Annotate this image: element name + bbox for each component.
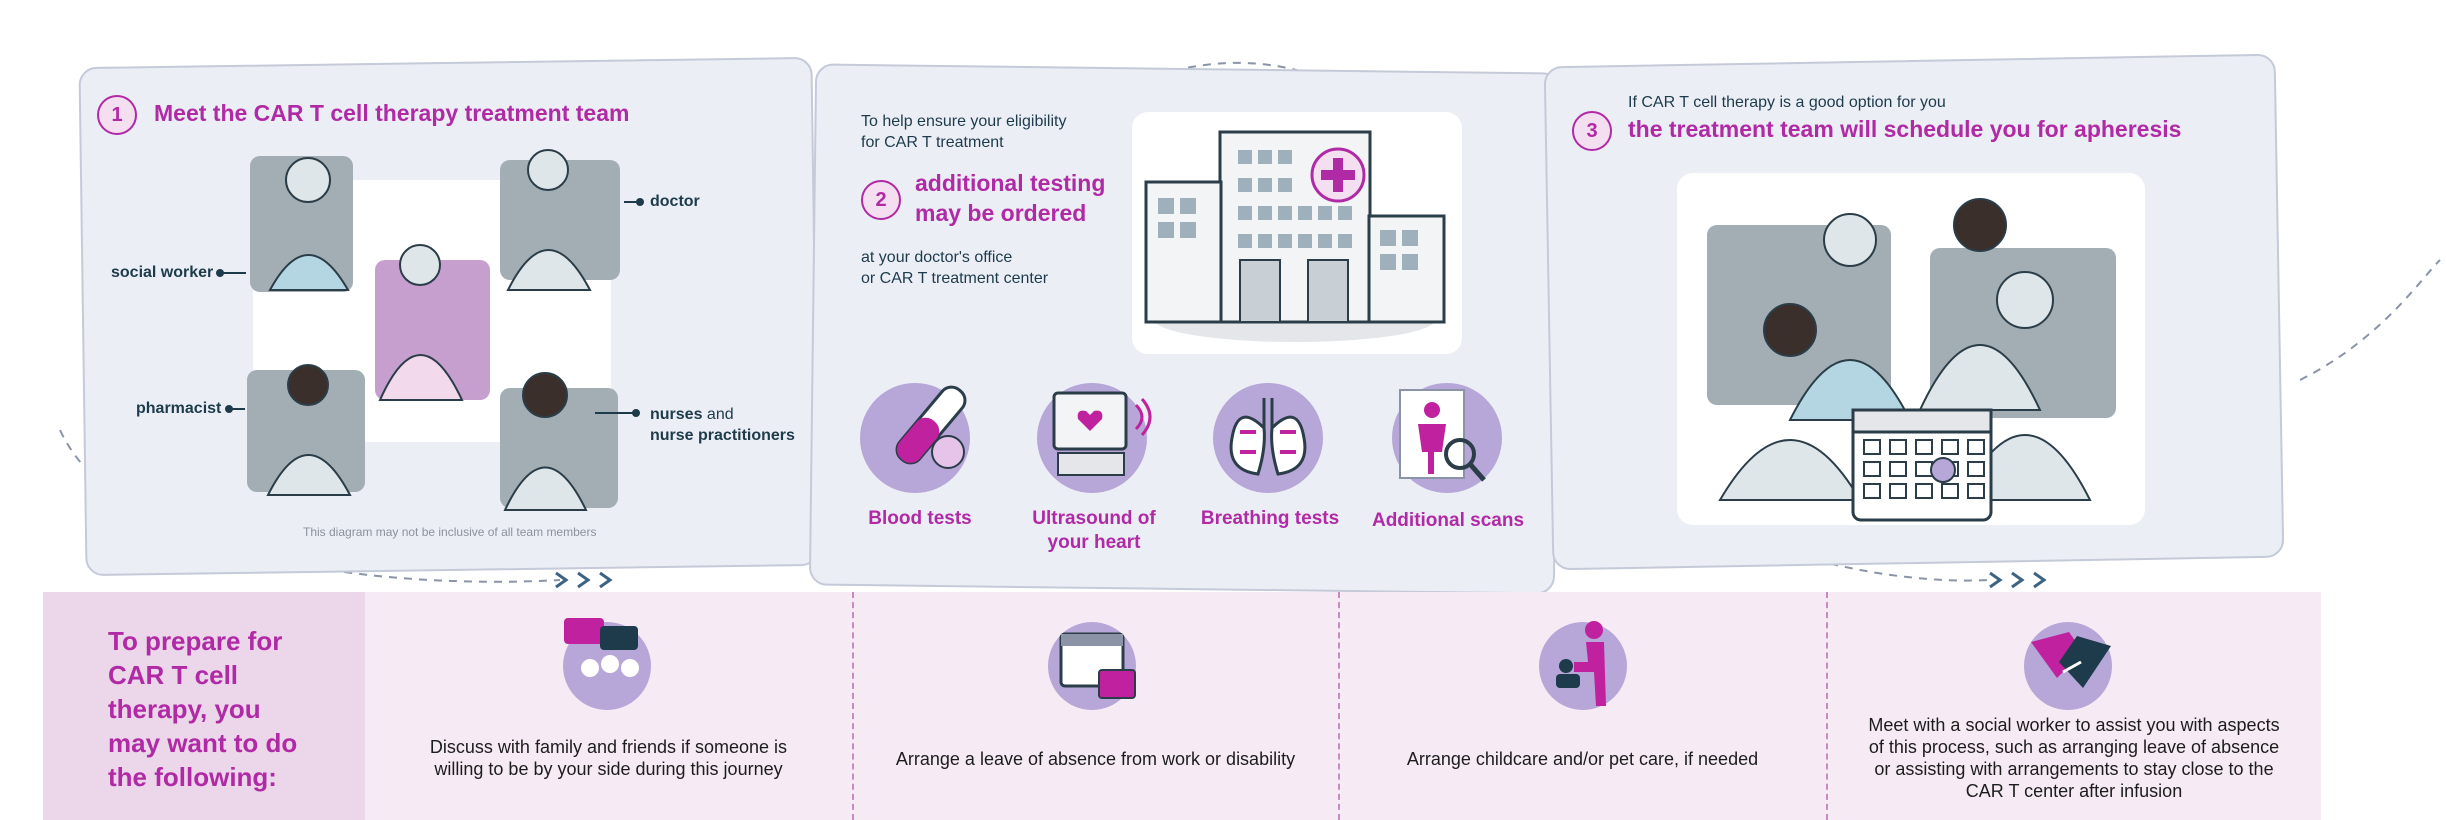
prepare-divider-2: [1338, 592, 1340, 820]
prepare-strip: [43, 592, 2321, 820]
hospital-building-icon: [1144, 130, 1446, 342]
prepare-heading-line5: the following:: [108, 762, 277, 792]
nurses-label-and: and: [706, 406, 734, 423]
blood-test-tube-icon: [895, 385, 967, 469]
doctor-pointer-dot: [636, 198, 644, 206]
step2-intro: To help ensure your eligibility for CAR …: [861, 111, 1066, 153]
ultrasound-monitor-icon: [1052, 391, 1152, 476]
pharmacist-label: pharmacist: [136, 400, 222, 417]
childcare-icon: [1556, 621, 1606, 706]
handshake-icon: [2031, 632, 2111, 688]
step2-number-badge: 2: [861, 180, 901, 220]
blood-tests-label: Blood tests: [868, 508, 972, 529]
doctor-pointer-line: [624, 201, 638, 203]
lungs-icon: [1229, 398, 1307, 476]
arrow-chevrons-2: [1989, 571, 2047, 589]
ultrasound-label-line2: your heart: [1047, 532, 1141, 553]
step2-location-line1: at your doctor's office: [861, 249, 1013, 266]
prepare-heading-line2: CAR T cell: [108, 660, 239, 690]
prepare-divider-1: [852, 592, 854, 820]
prepare-heading-panel: [43, 592, 365, 820]
social-worker-pointer-line: [222, 272, 246, 274]
social-worker-label: social worker: [111, 264, 214, 281]
calendar-icon: [1851, 408, 1993, 522]
prepare-item-family-line2: willing to be by your side during this j…: [434, 759, 783, 779]
prepare-item-family-text: Discuss with family and friends if someo…: [365, 736, 852, 780]
step1-title: Meet the CAR T cell therapy treatment te…: [154, 100, 630, 126]
prepare-item-leave: Arrange a leave of absence from work or …: [853, 592, 1338, 820]
prepare-heading-line3: therapy, you: [108, 694, 261, 724]
prepare-heading-line4: may want to do: [108, 728, 298, 758]
prepare-item-social-worker: Meet with a social worker to assist you …: [1827, 592, 2321, 820]
prepare-item-social-worker-text: Meet with a social worker to assist you …: [1827, 714, 2321, 802]
step2-intro-line2: for CAR T treatment: [861, 134, 1004, 151]
social-worker-pointer-dot: [216, 269, 224, 277]
additional-scans-label: Additional scans: [1371, 510, 1525, 531]
prepare-item-social-worker-line2: of this process, such as arranging leave…: [1868, 737, 2280, 757]
nurses-pointer-dot: [632, 409, 640, 417]
prepare-item-social-worker-line1: Meet with a social worker to assist you …: [1868, 715, 2280, 735]
prepare-item-social-worker-line4: CAR T center after infusion: [1965, 781, 2183, 801]
ultrasound-label: Ultrasound of your heart: [1004, 507, 1184, 555]
team-footnote: This diagram may not be inclusive of all…: [303, 525, 597, 539]
nurse-practitioners-label: nurse practitioners: [650, 427, 795, 444]
prepare-item-leave-text: Arrange a leave of absence from work or …: [895, 749, 1296, 769]
step2-intro-line1: To help ensure your eligibility: [861, 113, 1067, 130]
prepare-item-family-line1: Discuss with family and friends if someo…: [429, 737, 788, 757]
step2-title-line1: additional testing: [915, 170, 1106, 196]
doctor-label: doctor: [650, 193, 700, 210]
breathing-tests-label: Breathing tests: [1200, 508, 1340, 529]
prepare-item-childcare: Arrange childcare and/or pet care, if ne…: [1339, 592, 1826, 820]
step3-number-badge: 3: [1572, 111, 1612, 151]
arrow-chevrons-1: [555, 571, 613, 589]
step3-intro: If CAR T cell therapy is a good option f…: [1628, 94, 1946, 111]
scan-report-icon: [1399, 389, 1486, 482]
nurses-label-strong: nurses: [650, 406, 703, 423]
team-figures: [266, 149, 592, 511]
pharmacist-pointer-line: [231, 408, 245, 410]
prepare-divider-3: [1826, 592, 1828, 820]
step2-location: at your doctor's office or CAR T treatme…: [861, 247, 1048, 289]
nurses-pointer-line: [595, 412, 633, 414]
step3-title: the treatment team will schedule you for…: [1628, 116, 2182, 142]
prepare-heading-line1: To prepare for: [108, 626, 283, 656]
step2-location-line2: or CAR T treatment center: [861, 270, 1049, 287]
prepare-item-social-worker-line3: or assisting with arrangements to stay c…: [1874, 759, 2274, 779]
prepare-item-family: Discuss with family and friends if someo…: [365, 592, 852, 820]
prepare-heading: To prepare for CAR T cell therapy, you m…: [108, 624, 297, 794]
pharmacist-pointer-dot: [225, 405, 233, 413]
ultrasound-label-line1: Ultrasound of: [1032, 508, 1156, 529]
step2-title-line2: may be ordered: [915, 200, 1087, 226]
prepare-item-childcare-text: Arrange childcare and/or pet care, if ne…: [1406, 749, 1759, 769]
step1-number-badge: 1: [97, 95, 137, 135]
nurses-label: nurses and nurse practitioners: [650, 404, 795, 446]
calendar-briefcase-icon: [1059, 632, 1136, 699]
step2-title: additional testing may be ordered: [915, 168, 1105, 228]
chat-people-icon: [564, 618, 639, 677]
